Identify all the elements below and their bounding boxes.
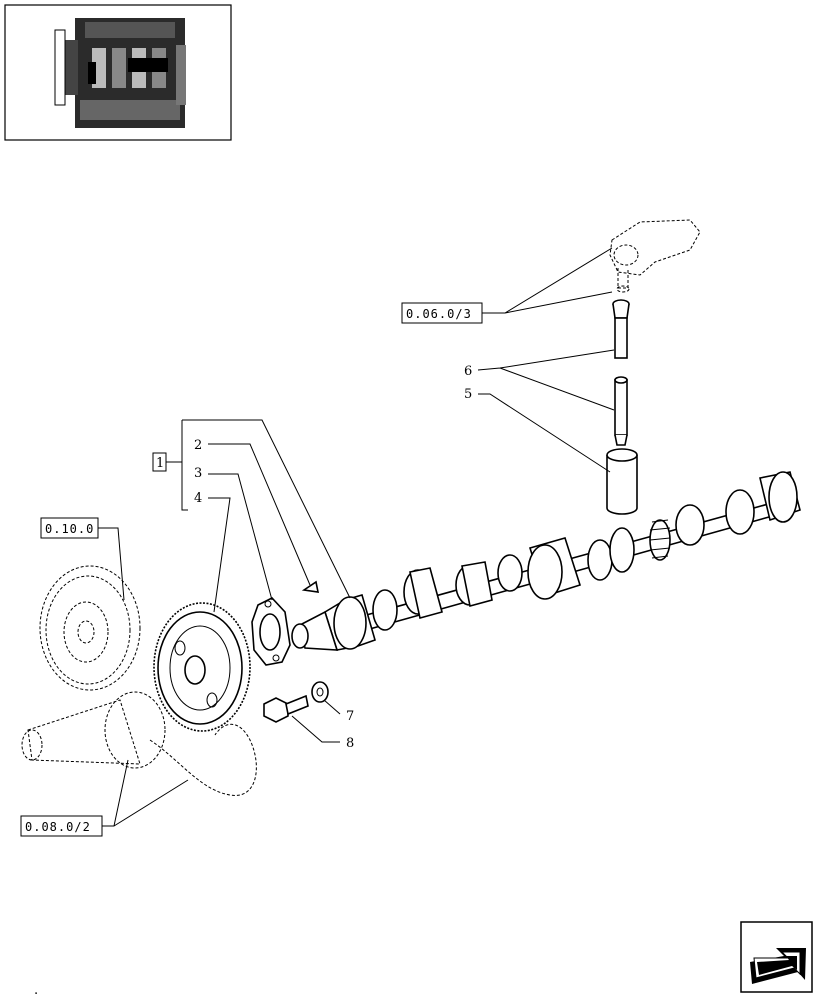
- callout-1-label: 1: [156, 456, 164, 471]
- rocker-arm-reference: [609, 219, 701, 293]
- leader-lines: [98, 247, 615, 827]
- callout-7-label[interactable]: 7: [346, 709, 354, 724]
- callout-3-label[interactable]: 3: [194, 466, 202, 481]
- reference-box-rocker[interactable]: 0.06.0/3: [401, 302, 483, 324]
- next-page-arrow-icon: [750, 948, 806, 984]
- callout-6-label[interactable]: 6: [464, 364, 472, 379]
- tappet[interactable]: [606, 448, 638, 515]
- callout-8-label[interactable]: 8: [346, 736, 354, 751]
- callout-2-label[interactable]: 2: [194, 438, 202, 453]
- push-rod[interactable]: [612, 299, 630, 359]
- reference-crankshaft-label: 0.08.0/2: [25, 820, 91, 834]
- bolt[interactable]: [263, 694, 309, 723]
- footer-mark: .: [34, 983, 38, 998]
- washer[interactable]: [311, 681, 329, 703]
- reference-box-crankshaft[interactable]: 0.08.0/2: [20, 815, 103, 837]
- engine-thumbnail[interactable]: [4, 4, 232, 141]
- reference-rocker-label: 0.06.0/3: [406, 307, 472, 321]
- reference-box-gear-train[interactable]: 0.10.0: [40, 517, 99, 539]
- crankshaft-reference: [21, 691, 257, 796]
- thrust-plate[interactable]: [251, 597, 291, 666]
- push-rod-lower[interactable]: [614, 376, 628, 446]
- callout-4-label[interactable]: 4: [194, 491, 202, 506]
- engine-thumbnail-icon: [54, 18, 186, 128]
- callout-5-label[interactable]: 5: [464, 387, 472, 402]
- camshaft[interactable]: [291, 471, 801, 651]
- woodruff-key[interactable]: [301, 580, 320, 593]
- reference-gear-train-label: 0.10.0: [45, 522, 94, 536]
- callout-group-1[interactable]: 1: [152, 452, 167, 472]
- idler-gear-reference: [39, 565, 141, 691]
- next-page-button[interactable]: [740, 921, 813, 993]
- camshaft-timing-gear[interactable]: [153, 602, 251, 732]
